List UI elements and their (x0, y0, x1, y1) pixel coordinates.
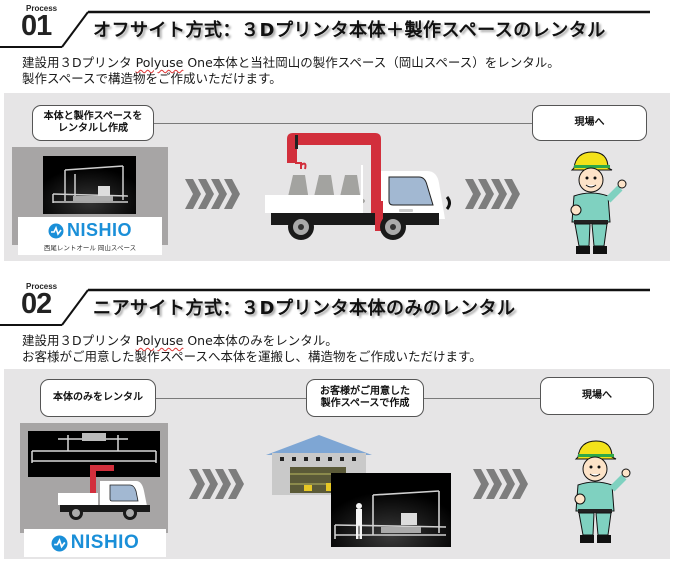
chevron-arrows-icon (473, 469, 528, 499)
brand-name: Polyuse (135, 55, 184, 70)
crane-truck-with-tetrapods (265, 133, 451, 240)
process-label: Process (26, 282, 58, 291)
brand-name: Polyuse (135, 333, 184, 348)
process-number: 02 (21, 288, 52, 320)
header-divider-line (0, 288, 650, 326)
chevron-arrows-icon (185, 179, 240, 209)
nishio-logo: NISHIO (51, 532, 139, 554)
section-title: オフサイト方式：３Dプリンタ本体＋製作スペースのレンタル (93, 20, 606, 41)
3d-printer-photo (43, 156, 136, 214)
bubble-rent-body-only: 本体のみをレンタル (40, 379, 156, 417)
chevron-arrows-icon (189, 469, 244, 499)
printer-truck-photo-box (20, 423, 168, 533)
section-02-header: Process 02 ニアサイト方式：３Dプリンタ本体のみのレンタル (0, 282, 677, 328)
process-label: Process (26, 4, 58, 13)
nishio-logo-box: NISHIO (24, 529, 166, 557)
nishio-emblem-icon (51, 535, 68, 551)
okayama-space-photo-box: NISHIO 西尾レントオール 岡山スペース (12, 147, 168, 255)
3d-printer-with-person (331, 473, 451, 547)
nishio-subtitle: 西尾レントオール 岡山スペース (43, 244, 137, 252)
section-01-flow-panel: 本体と製作スペースをレンタルし作成 現場へ (4, 93, 670, 261)
header-divider-line (0, 10, 650, 48)
description-line-2: 製作スペースで構造物をご作成いただけます。 (22, 71, 282, 86)
section-01-description: 建設用３Dプリンタ Polyuse One本体と当社岡山の製作スペース（岡山スペ… (22, 55, 560, 87)
bubble-customer-space: お客様がご用意した製作スペースで作成 (306, 379, 424, 417)
bubble-rent-body-and-space: 本体と製作スペースをレンタルし作成 (32, 105, 154, 141)
section-01-header: Process 01 オフサイト方式：３Dプリンタ本体＋製作スペースのレンタル (0, 4, 677, 50)
nishio-logo: NISHIO (48, 220, 132, 241)
description-line-1: 建設用３Dプリンタ Polyuse One本体と当社岡山の製作スペース（岡山スペ… (22, 55, 560, 70)
section-title: ニアサイト方式：３Dプリンタ本体のみのレンタル (93, 298, 516, 319)
nishio-logo-box: NISHIO 西尾レントオール 岡山スペース (18, 217, 162, 255)
nishio-emblem-icon (48, 223, 64, 238)
section-02-flow-panel: 本体のみをレンタル お客様がご用意した製作スペースで作成 現場へ (4, 369, 670, 559)
crane-truck-icon (58, 465, 150, 520)
flow-connector-line (151, 123, 536, 124)
bubble-to-site: 現場へ (540, 377, 654, 415)
process-number: 01 (21, 10, 52, 42)
chevron-arrows-icon (465, 179, 520, 209)
construction-worker-thumbs-up (570, 151, 627, 254)
description-line-1: 建設用３Dプリンタ Polyuse One本体のみをレンタル。 (22, 333, 338, 348)
bubble-to-site: 現場へ (532, 105, 647, 141)
description-line-2: お客様がご用意した製作スペースへ本体を運搬し、構造物をご作成いただけます。 (22, 349, 482, 364)
construction-worker-thumbs-up (574, 440, 631, 543)
section-02-description: 建設用３Dプリンタ Polyuse One本体のみをレンタル。 お客様がご用意し… (22, 333, 482, 365)
